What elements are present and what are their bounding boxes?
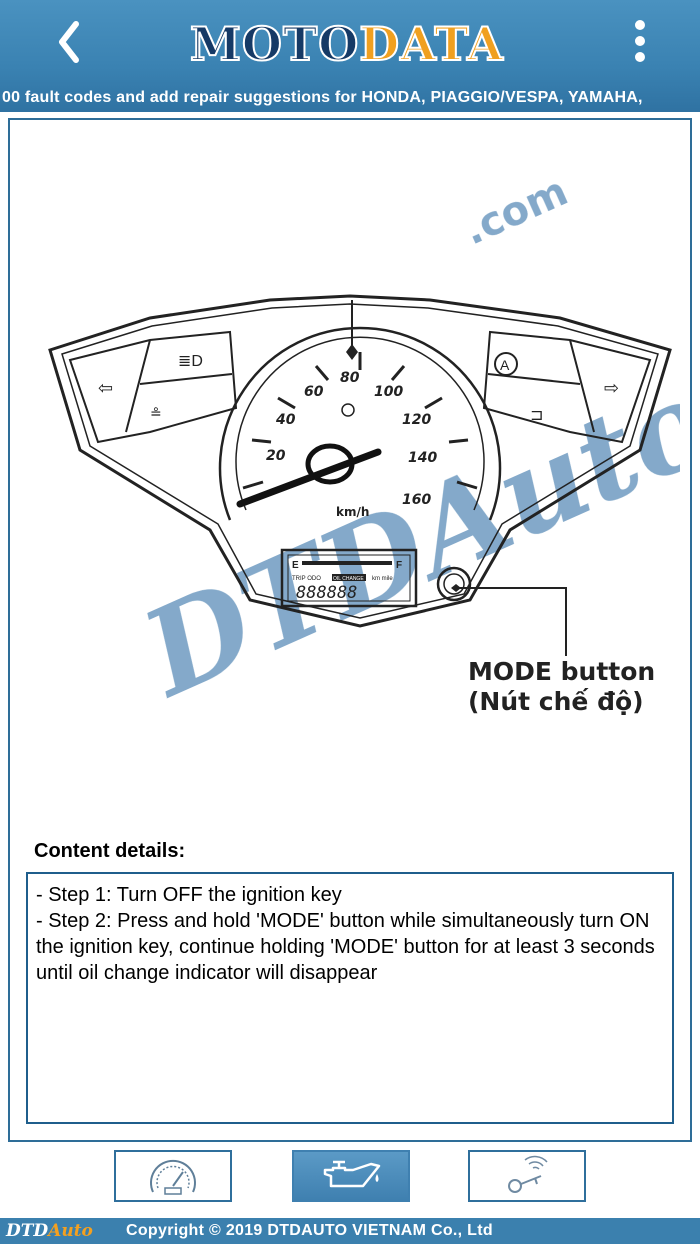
speed-label-20: 20 bbox=[266, 448, 286, 464]
lcd-digits: 888888 bbox=[296, 583, 357, 603]
headlight-icon: ≣D bbox=[178, 353, 203, 370]
tab-smart-key[interactable] bbox=[468, 1150, 586, 1202]
bottom-tab-bar bbox=[0, 1146, 700, 1216]
fuel-full-label: F bbox=[396, 560, 402, 571]
app-footer: DTDAuto Copyright © 2019 DTDAUTO VIETNAM… bbox=[0, 1218, 700, 1244]
content-details-box: - Step 1: Turn OFF the ignition key - St… bbox=[26, 872, 674, 1124]
app-header: MOTODATA 00 fault codes and add repair s… bbox=[0, 0, 700, 112]
back-button[interactable] bbox=[48, 14, 92, 70]
marquee-ticker: 00 fault codes and add repair suggestion… bbox=[2, 89, 643, 106]
oil-warning-lamp bbox=[341, 403, 355, 417]
smart-key-icon bbox=[508, 1155, 548, 1193]
app-logo: MOTODATA bbox=[189, 16, 510, 72]
tab-oil-change[interactable] bbox=[292, 1150, 410, 1202]
step-2-text: - Step 2: Press and hold 'MODE' button w… bbox=[36, 910, 655, 984]
left-indicator-panel bbox=[68, 330, 238, 444]
engine-check-icon: ⊐ bbox=[530, 407, 543, 424]
engine-auto-icon bbox=[494, 352, 518, 376]
speed-label-140: 140 bbox=[408, 450, 437, 466]
mode-button bbox=[436, 566, 472, 602]
instrument-cluster-diagram: DTDAuto .com ⇦ ≣D ≗ A ⇨ ⊐ 20 40 60 80 bbox=[48, 170, 680, 724]
speed-label-100: 100 bbox=[374, 384, 403, 400]
more-menu-button[interactable] bbox=[630, 18, 650, 66]
mode-callout-line2: (Nút chế độ) bbox=[468, 687, 644, 716]
speed-label-80: 80 bbox=[340, 370, 360, 386]
watermark-suffix: .com bbox=[457, 170, 574, 254]
watermark: DTDAuto .com bbox=[122, 170, 680, 724]
chevron-left-icon bbox=[59, 21, 79, 63]
footer-logo-dtd: DTD bbox=[6, 1221, 49, 1241]
logo-moto-text: MOTO bbox=[189, 16, 360, 72]
cluster-outline bbox=[48, 294, 672, 628]
tab-speedometer[interactable] bbox=[114, 1150, 232, 1202]
speedometer-icon bbox=[150, 1159, 196, 1195]
oil-can-icon bbox=[323, 1160, 381, 1188]
speed-label-160: 160 bbox=[402, 492, 431, 508]
fuel-empty-label: E bbox=[292, 560, 299, 571]
footer-logo: DTDAuto bbox=[6, 1218, 93, 1244]
warning-icon: ≗ bbox=[150, 405, 162, 421]
footer-logo-auto: Auto bbox=[48, 1221, 93, 1241]
speed-needle bbox=[236, 448, 382, 508]
svg-text:A: A bbox=[500, 357, 510, 373]
speed-label-60: 60 bbox=[304, 384, 324, 400]
lcd-display bbox=[280, 548, 418, 608]
content-details-label: Content details: bbox=[34, 840, 186, 862]
lcd-label-oil: OIL CHANGE bbox=[333, 576, 364, 582]
more-vertical-icon bbox=[635, 20, 645, 62]
mode-callout-line1: MODE button bbox=[468, 657, 655, 686]
speedometer-dial bbox=[218, 326, 502, 521]
content-frame bbox=[8, 118, 692, 1142]
right-turn-icon: ⇨ bbox=[604, 378, 619, 398]
logo-data-text: DATA bbox=[358, 16, 504, 72]
left-turn-icon: ⇦ bbox=[98, 378, 113, 398]
speed-unit: km/h bbox=[336, 505, 369, 519]
speed-label-40: 40 bbox=[275, 412, 296, 428]
lcd-label-unit: km mile bbox=[372, 576, 393, 582]
lcd-label-trip: TRIP ODO bbox=[292, 576, 321, 582]
step-1-text: - Step 1: Turn OFF the ignition key bbox=[36, 884, 342, 906]
copyright-text: Copyright © 2019 DTDAUTO VIETNAM Co., Lt… bbox=[126, 1222, 493, 1239]
speed-labels: 20 40 60 80 100 120 140 160 bbox=[266, 370, 437, 508]
speed-label-120: 120 bbox=[402, 412, 431, 428]
